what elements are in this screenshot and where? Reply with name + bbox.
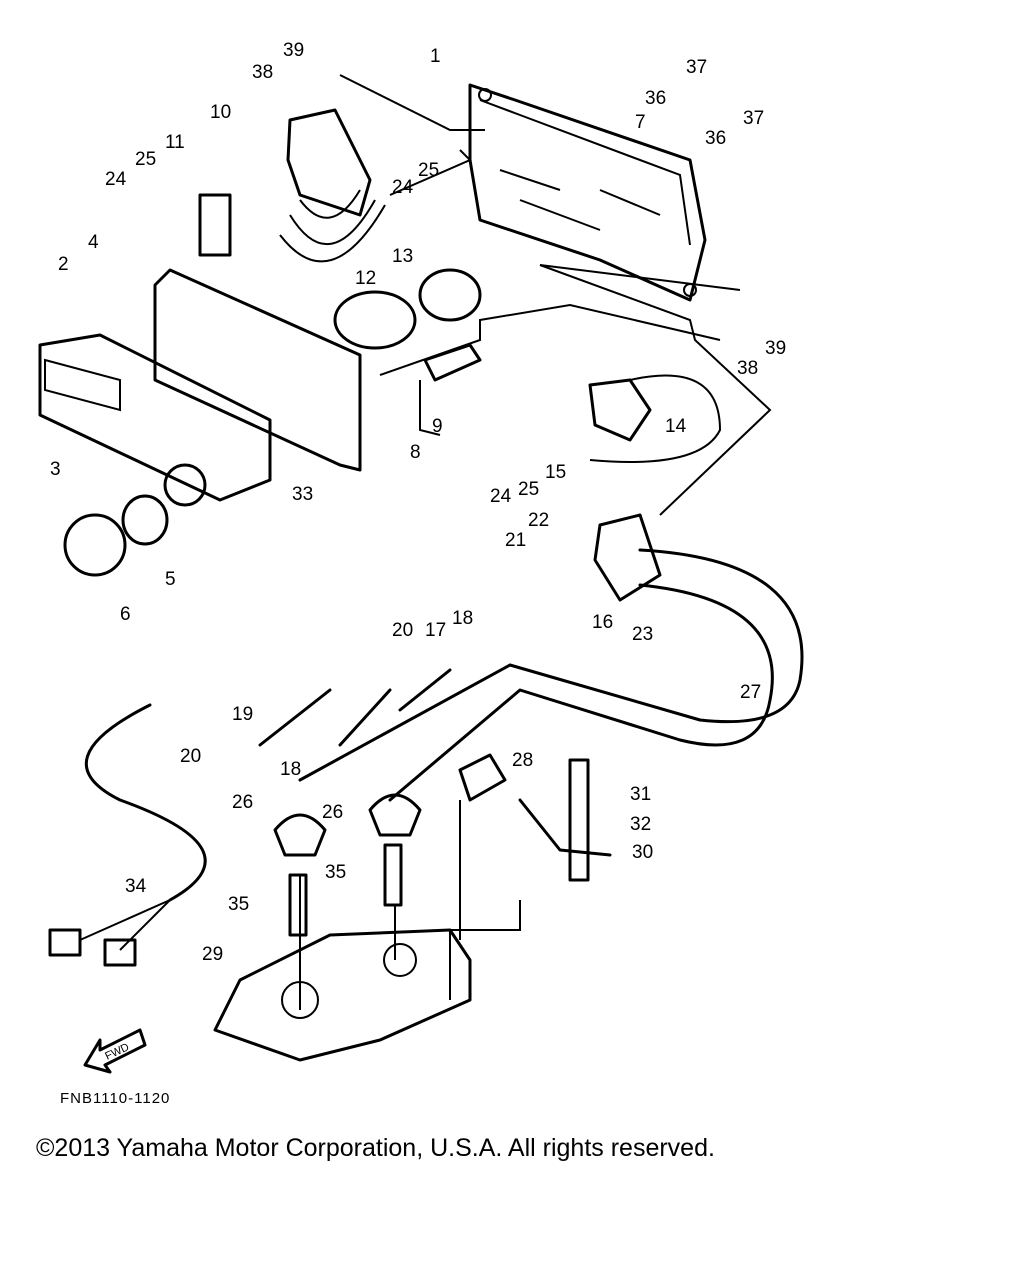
callout-1: 1	[430, 46, 441, 67]
callout-36b: 36	[705, 128, 726, 149]
callout-39a: 39	[283, 40, 304, 61]
callout-7: 7	[635, 112, 646, 133]
callout-39b: 39	[765, 338, 786, 359]
callout-38b: 38	[737, 358, 758, 379]
spark-plug-left	[288, 873, 308, 937]
callout-28: 28	[512, 750, 533, 771]
callout-26a: 26	[232, 792, 253, 813]
callout-18b: 18	[280, 759, 301, 780]
plug-cap-left	[273, 813, 327, 857]
callout-2: 2	[58, 254, 69, 275]
callout-31: 31	[630, 784, 651, 805]
callout-8: 8	[410, 442, 421, 463]
exploded-parts-diagram: 1 2 3 4 5 6 7 8 9 10 11 12 13 14 15 16 1…	[38, 40, 804, 1074]
callout-20a: 20	[392, 620, 413, 641]
cover-gasket	[153, 268, 362, 472]
callout-labels: 1 2 3 4 5 6 7 8 9 10 11 12 13 14 15 16 1…	[50, 40, 786, 965]
ignition-coil	[593, 513, 662, 602]
wire-harness	[48, 703, 207, 967]
electrical-box-cover	[38, 333, 272, 507]
callout-17: 17	[425, 620, 446, 641]
cap	[63, 513, 127, 577]
callout-36a: 36	[645, 88, 666, 109]
plug-cap-right	[368, 793, 422, 837]
electrical-box-bracket	[468, 83, 707, 302]
regulator	[588, 374, 722, 463]
callout-18a: 18	[452, 608, 473, 629]
callout-34: 34	[125, 876, 147, 897]
starter-relay	[333, 290, 417, 350]
callout-35b: 35	[228, 894, 249, 915]
copyright-notice: ©2013 Yamaha Motor Corporation, U.S.A. A…	[36, 1134, 715, 1162]
callout-9: 9	[432, 416, 443, 437]
bracket-28	[458, 753, 507, 802]
callout-24c: 24	[490, 486, 512, 507]
callout-26b: 26	[322, 802, 343, 823]
callout-15: 15	[545, 462, 566, 483]
callout-21: 21	[505, 530, 526, 551]
diagram-code: FNB1110-1120	[60, 1090, 171, 1107]
callout-30: 30	[632, 842, 653, 863]
solenoid	[418, 268, 482, 322]
fwd-arrow-icon: FWD	[83, 1028, 147, 1074]
fuse-holder	[419, 343, 482, 436]
cdi-unit	[279, 108, 386, 263]
spark-plug-right	[383, 843, 403, 907]
callout-25a: 25	[135, 149, 156, 170]
callout-20b: 20	[180, 746, 201, 767]
callout-6: 6	[120, 604, 131, 625]
callout-4: 4	[88, 232, 99, 253]
callout-14: 14	[665, 416, 687, 437]
cylinder-head	[213, 928, 472, 1062]
callout-24a: 24	[105, 169, 127, 190]
callout-5: 5	[165, 569, 176, 590]
callout-27: 27	[740, 682, 761, 703]
callout-16: 16	[592, 612, 613, 633]
callout-37b: 37	[743, 108, 764, 129]
callout-35a: 35	[325, 862, 346, 883]
thermoswitch-30	[518, 758, 612, 882]
callout-38a: 38	[252, 62, 273, 83]
callout-3: 3	[50, 459, 61, 480]
leader-lines	[299, 74, 772, 1010]
callout-32: 32	[630, 814, 651, 835]
callout-13: 13	[392, 246, 413, 267]
high-tension-leads	[258, 548, 804, 802]
callout-24b: 24	[392, 177, 414, 198]
callout-10: 10	[210, 102, 231, 123]
callout-22: 22	[528, 510, 549, 531]
callout-23: 23	[632, 624, 653, 645]
callout-25b: 25	[418, 160, 439, 181]
callout-19: 19	[232, 704, 253, 725]
rectifier	[198, 193, 232, 257]
callout-25c: 25	[518, 479, 539, 500]
cap-seal	[121, 494, 169, 546]
callout-12: 12	[355, 268, 376, 289]
callout-33: 33	[292, 484, 313, 505]
callout-37a: 37	[686, 57, 707, 78]
callout-29: 29	[202, 944, 223, 965]
callout-11: 11	[165, 132, 185, 153]
